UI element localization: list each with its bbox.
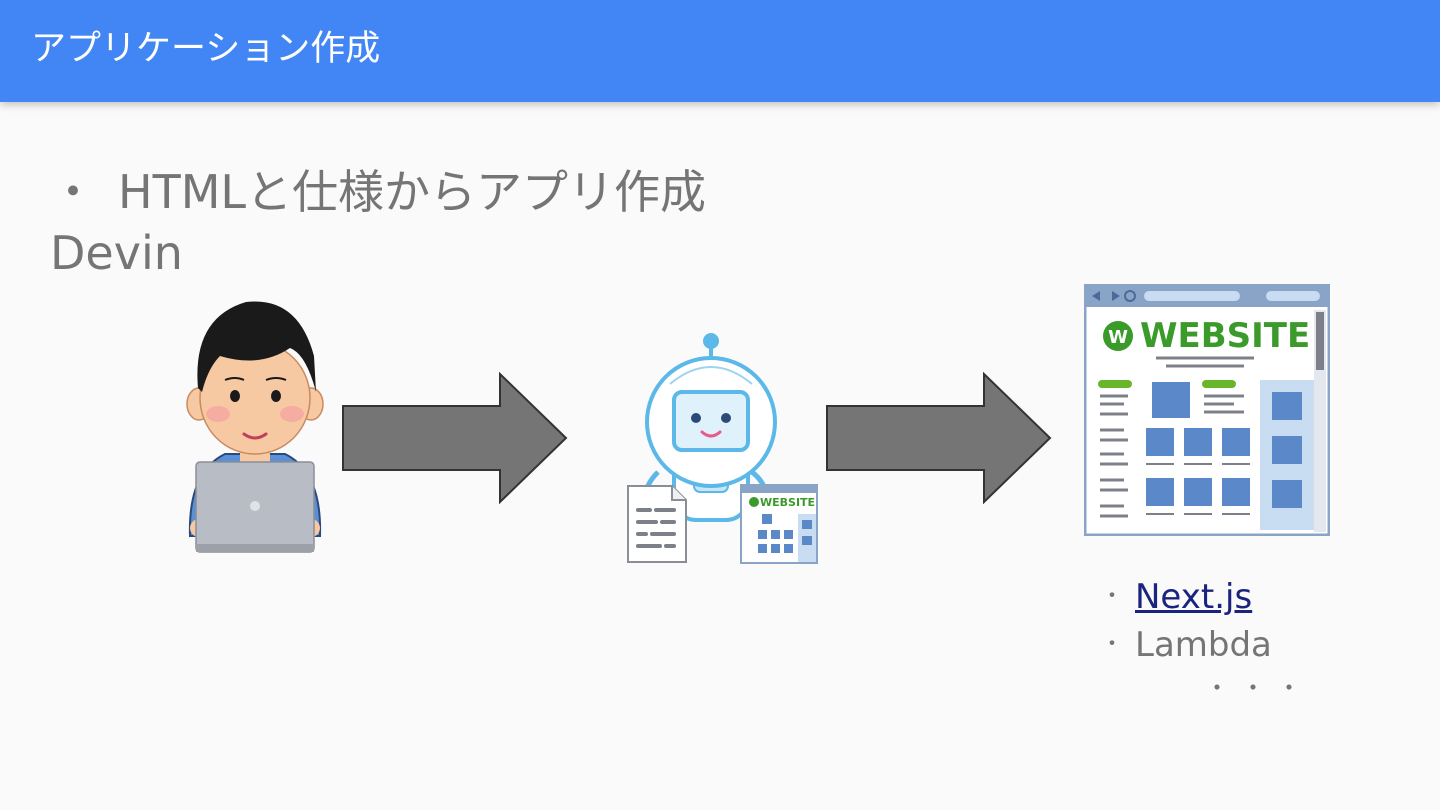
website-icon: WEBSITE [740,484,818,564]
website-icon: W WEBSITE [1084,284,1330,536]
arrow-right-icon [826,372,1052,504]
list-ellipsis: ・・・ [1205,674,1313,702]
slide-title: アプリケーション作成 [31,29,381,69]
bullet-text: HTMLと仕様からアプリ作成 [118,165,707,219]
arrow-right-icon [342,372,568,504]
main-bullet: ・ HTMLと仕様からアプリ作成 [50,163,706,221]
nextjs-link[interactable]: Next.js [1135,577,1253,617]
user-with-laptop-icon [186,301,324,553]
bullet-marker: ・ [50,165,96,219]
list-bullet-marker: ・ [1101,584,1124,609]
logo-text: WEBSITE [1140,316,1310,356]
list-bullet-marker: ・ [1101,632,1124,657]
mini-logo-text: WEBSITE [760,496,815,509]
header-bar: アプリケーション作成 [0,0,1440,102]
subtitle-devin: Devin [50,226,183,280]
logo-mark-text: W [1108,327,1128,348]
document-icon [627,485,687,563]
lambda-label: Lambda [1135,625,1272,665]
